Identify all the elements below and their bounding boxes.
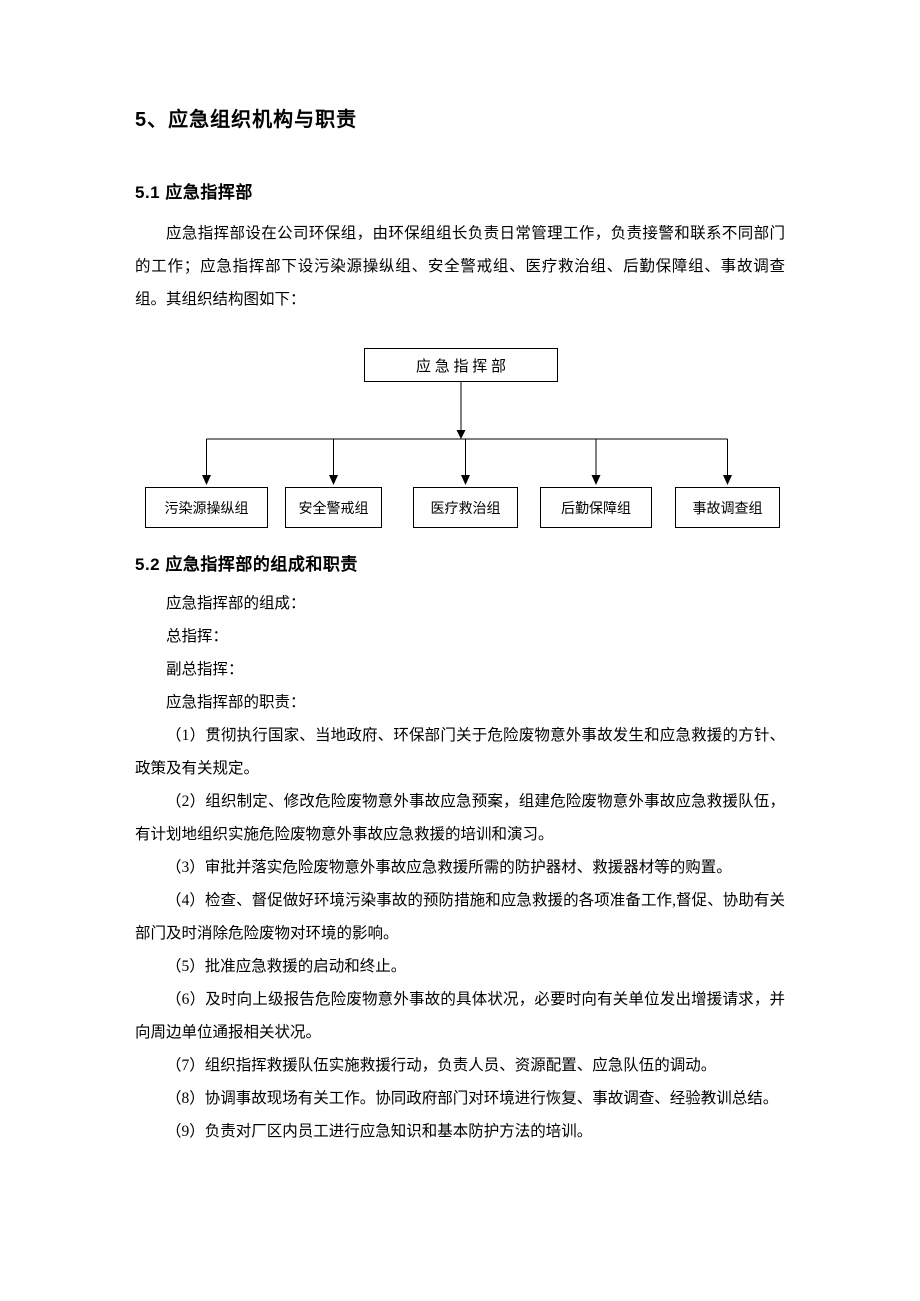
duty-item-5: （5）批准应急救援的启动和终止。 — [166, 958, 407, 975]
section-5-1-paragraph: 应急指挥部设在公司环保组，由环保组组长负责日常管理工作，负责接警和联系不同部门的… — [135, 225, 785, 308]
org-chart-node-root: 应 急 指 挥 部 — [364, 348, 558, 382]
duty-item-9: （9）负责对厂区内员工进行应急知识和基本防护方法的培训。 — [166, 1123, 593, 1140]
section-5-2-title: 5.2 应急指挥部的组成和职责 — [135, 555, 358, 574]
duty-item-6: （6）及时向上级报告危险废物意外事故的具体状况，必要时向有关单位发出增援请求，并… — [135, 991, 785, 1041]
duty-item-1: （1）贯彻执行国家、当地政府、环保部门关于危险废物意外事故发生和应急救援的方针、… — [135, 727, 785, 777]
org-chart-node-medical-rescue-group: 医疗救治组 — [413, 487, 518, 528]
deputy-commander-line: 副总指挥： — [166, 661, 244, 678]
duty-item-8: （8）协调事故现场有关工作。协同政府部门对环境进行恢复、事故调查、经验教训总结。 — [166, 1090, 779, 1107]
doc-heading: 5、应急组织机构与职责 — [135, 109, 358, 131]
org-chart-node-pollution-source-group: 污染源操纵组 — [145, 487, 268, 528]
duty-item-2: （2）组织制定、修改危险废物意外事故应急预案，组建危险废物意外事故应急救援队伍，… — [135, 793, 785, 843]
chief-commander-line: 总指挥： — [166, 628, 229, 645]
org-chart: 应 急 指 挥 部 污染源操纵组 安全警戒组 医疗救治组 后勤保障组 事故调查组 — [135, 346, 785, 532]
org-chart-node-security-alert-group: 安全警戒组 — [285, 487, 382, 528]
duty-item-3: （3）审批并落实危险废物意外事故应急救援所需的防护器材、救援器材等的购置。 — [166, 859, 732, 876]
org-chart-node-logistics-support-group: 后勤保障组 — [540, 487, 652, 528]
composition-label-line: 应急指挥部的组成： — [166, 595, 306, 612]
duties-label-line: 应急指挥部的职责： — [166, 694, 306, 711]
org-chart-connectors — [202, 382, 732, 485]
section-5-1-title: 5.1 应急指挥部 — [135, 183, 253, 202]
duty-item-7: （7）组织指挥救援队伍实施救援行动，负责人员、资源配置、应急队伍的调动。 — [166, 1057, 717, 1074]
org-chart-node-accident-investigation-group: 事故调查组 — [675, 487, 780, 528]
duty-item-4: （4）检查、督促做好环境污染事故的预防措施和应急救援的各项准备工作,督促、协助有… — [135, 892, 785, 942]
